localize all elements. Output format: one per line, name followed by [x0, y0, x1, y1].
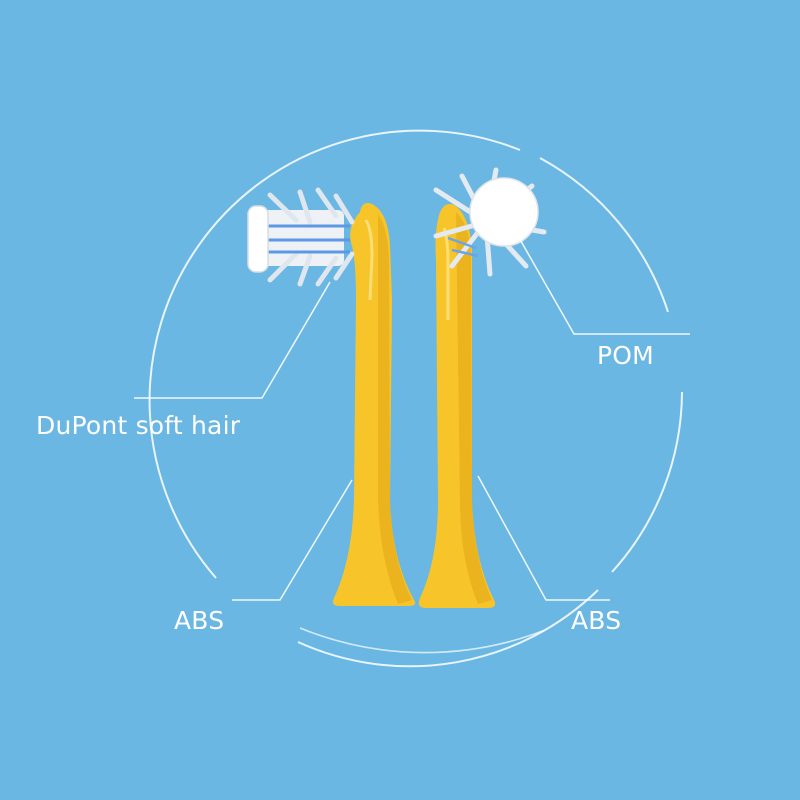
pom-leader [517, 235, 690, 335]
abs-right-label: ABS [571, 606, 622, 635]
dupont-leader [134, 281, 331, 399]
leader-lines [134, 235, 690, 601]
right-brush [418, 167, 547, 608]
inner-arc [299, 627, 546, 654]
right-brush-head [433, 167, 547, 277]
left-brush [247, 187, 416, 606]
abs-left-leader [232, 479, 353, 601]
pom-label: POM [597, 341, 654, 370]
abs-right-leader [477, 475, 610, 601]
dupont-soft-hair-label: DuPont soft hair [36, 411, 241, 440]
left-brush-head [247, 187, 355, 287]
outer-ring [148, 129, 683, 668]
abs-left-label: ABS [174, 606, 225, 635]
